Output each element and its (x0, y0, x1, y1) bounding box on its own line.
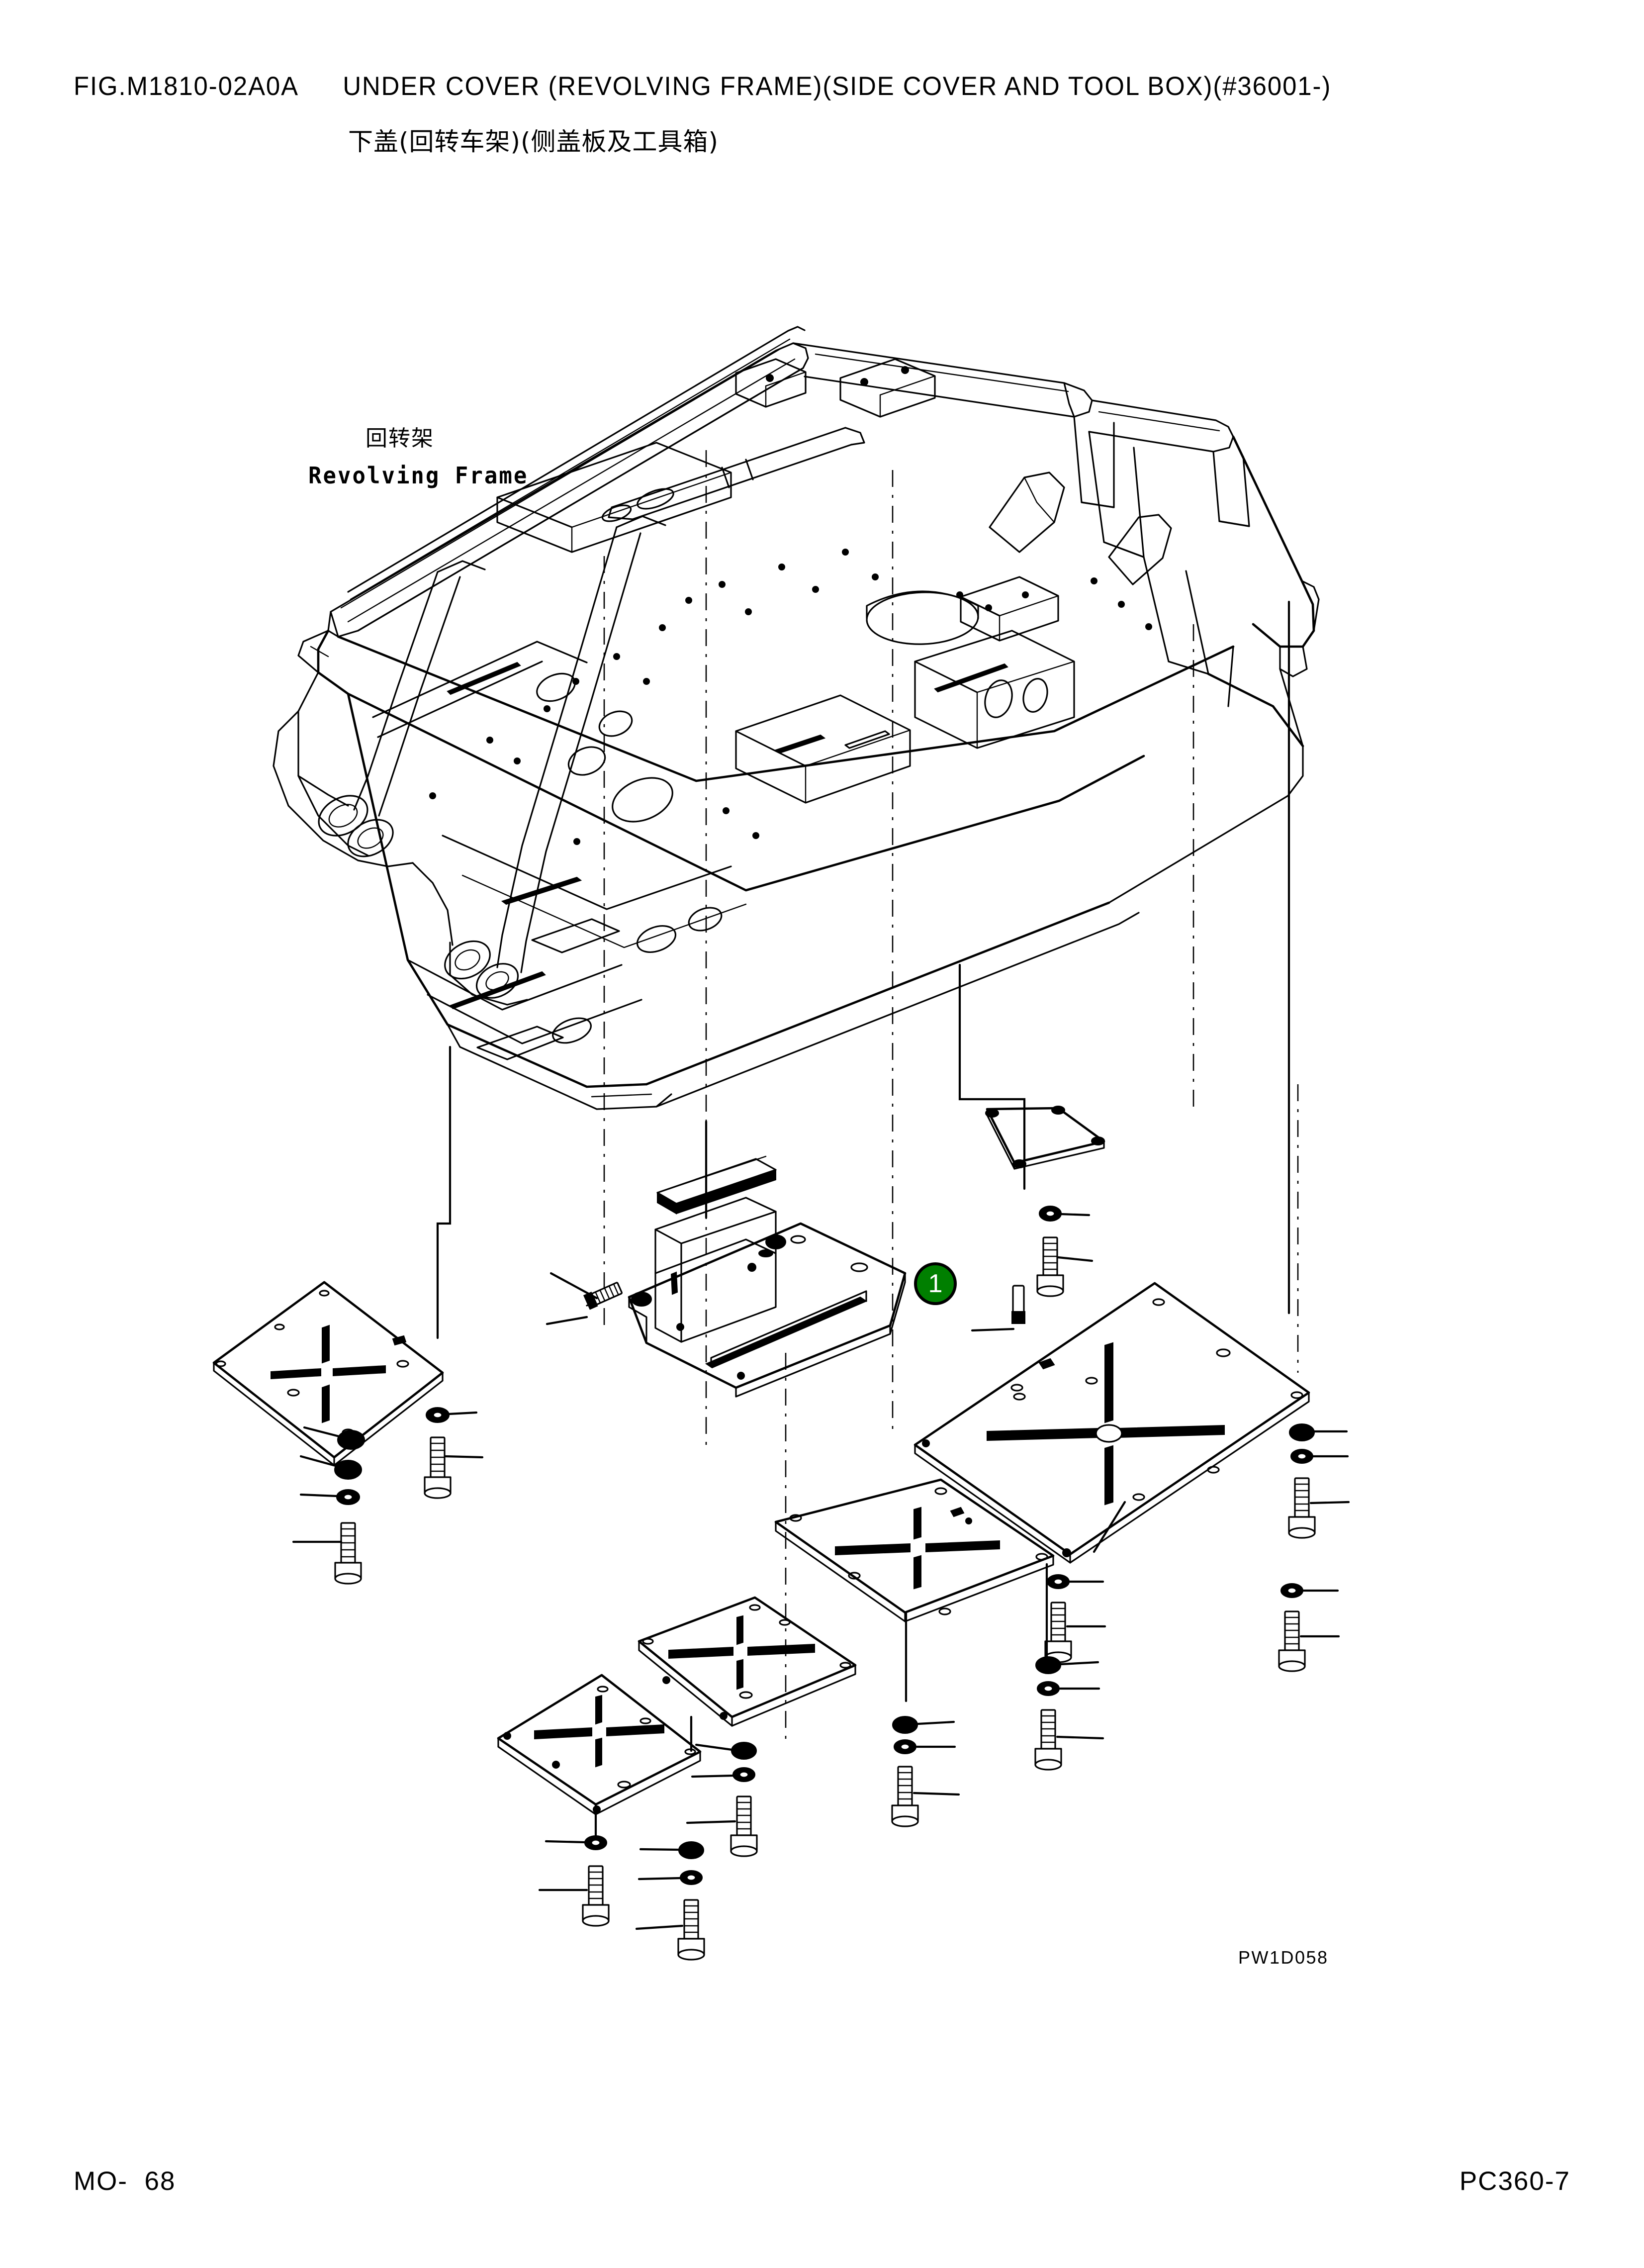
fastener-stack-middle-c (1034, 1656, 1104, 1771)
cover-plate-left (212, 1281, 444, 1466)
fastener-stack-left-c (303, 1426, 365, 1450)
exploded-leader-lines (436, 600, 1290, 1339)
fastener-stack-right-a (1288, 1423, 1350, 1539)
frame-label-en: Revolving Frame (308, 463, 529, 489)
fastener-stack-bottom-a (538, 1835, 610, 1927)
cover-plate-middle (774, 1478, 1055, 1702)
cover-plate-lower-middle (638, 1596, 857, 1752)
assembly-centerlines (603, 450, 1299, 1741)
figure-code: FIG.M1810-02A0A (74, 72, 299, 101)
drawing-code: PW1D058 (1238, 1947, 1329, 1968)
frame-label-cn: 回转架 (365, 426, 434, 451)
fastener-stack-right-c (1278, 1583, 1340, 1672)
footer-page-number: MO- 68 (74, 2167, 176, 2196)
fastener-stack-bottom-b (635, 1841, 705, 1961)
cover-plate-small-top-right (985, 1106, 1105, 1297)
footer-model: PC360-7 (1459, 2167, 1570, 2196)
callout-marker-1[interactable]: 1 (914, 1262, 957, 1305)
header-title-cn: 下盖(回转车架)(侧盖板及工具箱) (348, 127, 719, 156)
fastener-stack-middle-b (891, 1716, 960, 1827)
fastener-stack-left-a (292, 1455, 362, 1585)
header-title-line: FIG.M1810-02A0A UNDER COVER (REVOLVING FR… (74, 71, 1331, 101)
fastener-stack-left-b (424, 1407, 484, 1499)
tool-box-assembly (546, 1155, 907, 1398)
cover-plate-bottom-left (497, 1674, 702, 1838)
callout-number: 1 (928, 1269, 943, 1298)
fastener-stack-middle-a (686, 1742, 758, 1857)
fastener-stack-right-b (1044, 1574, 1106, 1663)
cover-plate-right-large (913, 1282, 1310, 1564)
header-title-en: UNDER COVER (REVOLVING FRAME)(SIDE COVER… (343, 72, 1332, 101)
